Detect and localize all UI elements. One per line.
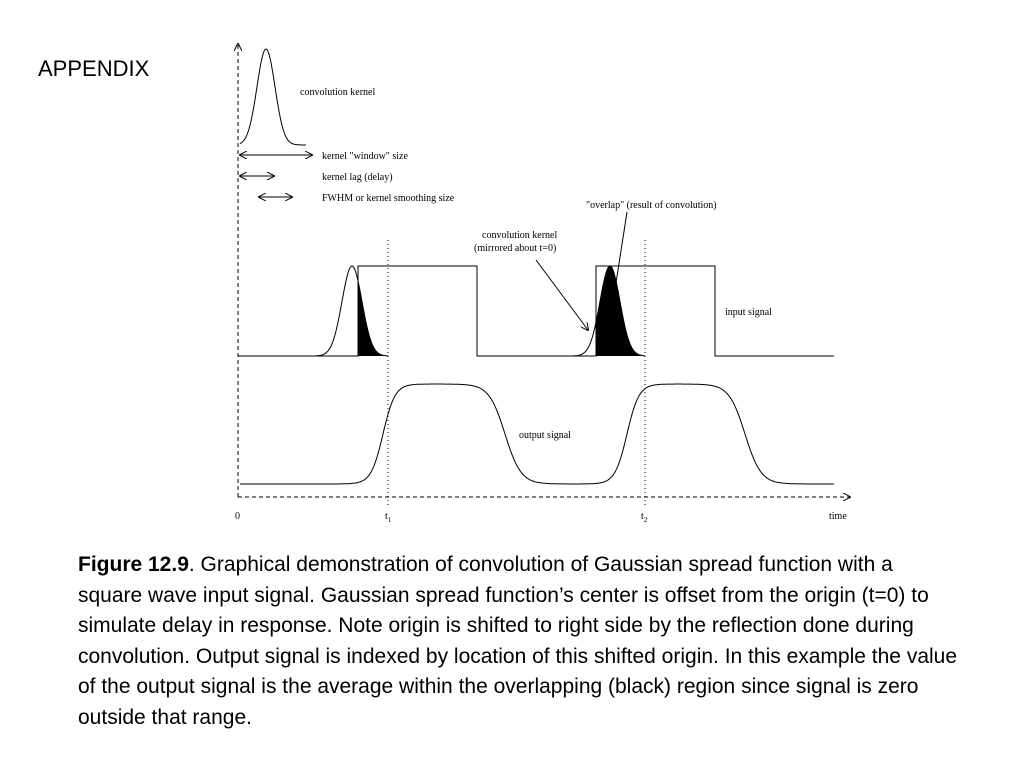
convolution-kernel-label: convolution kernel: [300, 87, 375, 98]
mirrored-kernel-label-line2: (mirrored about t=0): [474, 243, 556, 254]
page-heading: APPENDIX: [38, 56, 150, 81]
t1-label-sub: 1: [388, 516, 392, 524]
caption-text: . Graphical demonstration of convolution…: [78, 553, 958, 729]
input-signal-label: input signal: [725, 307, 772, 318]
t2-label: t2: [641, 511, 648, 524]
mirrored-kernel-pointer: [535, 259, 588, 330]
t1-label: t1: [385, 511, 392, 524]
convolution-diagram: convolution kernel kernel "window" size …: [0, 0, 1024, 524]
overlap-region-2: [596, 266, 645, 356]
convolution-kernel-curve: [239, 48, 306, 146]
mirrored-kernel-curve-1: [315, 265, 389, 357]
figure-label: Figure 12.9: [78, 553, 189, 576]
overlap-label: "overlap" (result of convolution): [586, 200, 717, 211]
fwhm-label: FWHM or kernel smoothing size: [322, 193, 455, 204]
origin-label: 0: [235, 511, 240, 522]
figure-caption: Figure 12.9. Graphical demonstration of …: [78, 550, 958, 733]
t2-label-sub: 2: [644, 516, 648, 524]
t2-label-base: t: [641, 511, 644, 522]
overlap-region-1: [358, 280, 388, 356]
output-signal-curve: [240, 383, 834, 485]
time-axis-label: time: [829, 511, 847, 522]
kernel-window-size-label: kernel "window" size: [322, 151, 408, 162]
t1-label-base: t: [385, 511, 388, 522]
output-signal-label: output signal: [519, 430, 571, 441]
mirrored-kernel-label-line1: convolution kernel: [482, 230, 557, 241]
overlap-pointer: [613, 211, 628, 297]
kernel-lag-label: kernel lag (delay): [322, 172, 393, 183]
